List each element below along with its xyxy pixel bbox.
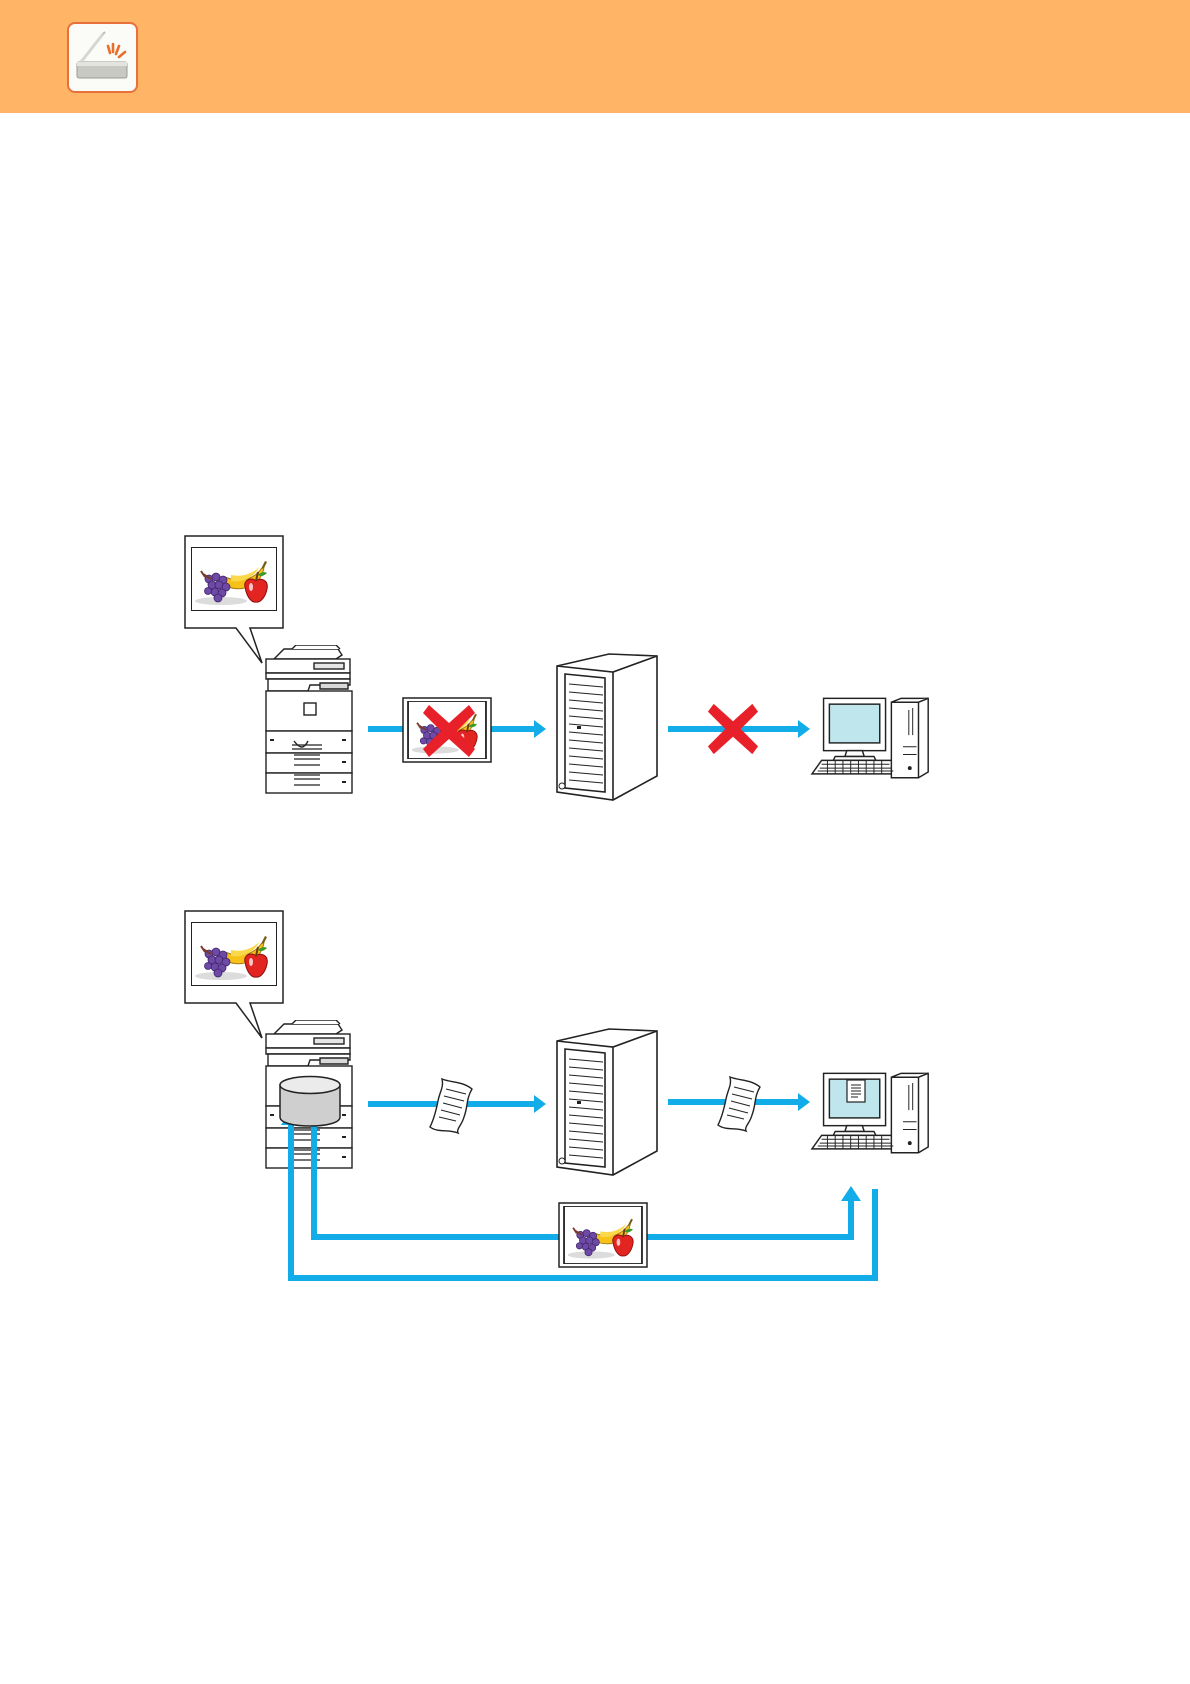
document-paper-icon bbox=[430, 1079, 472, 1133]
document-paper-icon bbox=[718, 1077, 760, 1131]
header-band bbox=[0, 0, 1190, 113]
desktop-computer-icon bbox=[812, 698, 928, 777]
server-tower-icon bbox=[557, 1029, 657, 1175]
diagram-document-transfer bbox=[0, 905, 1190, 1295]
diagram-blocked-transfer bbox=[0, 530, 1190, 820]
returned-image bbox=[559, 1203, 647, 1267]
fruit-image-callout bbox=[185, 536, 283, 663]
multifunction-printer-icon bbox=[266, 645, 352, 793]
storage-drive-icon bbox=[280, 1077, 340, 1127]
desktop-computer-icon bbox=[812, 1073, 928, 1152]
scanner-icon bbox=[67, 22, 138, 93]
return-arrow-head bbox=[841, 1186, 861, 1201]
server-tower-icon bbox=[557, 654, 657, 800]
fruit-image-callout bbox=[185, 911, 283, 1038]
monitor-document-icon bbox=[847, 1080, 865, 1102]
